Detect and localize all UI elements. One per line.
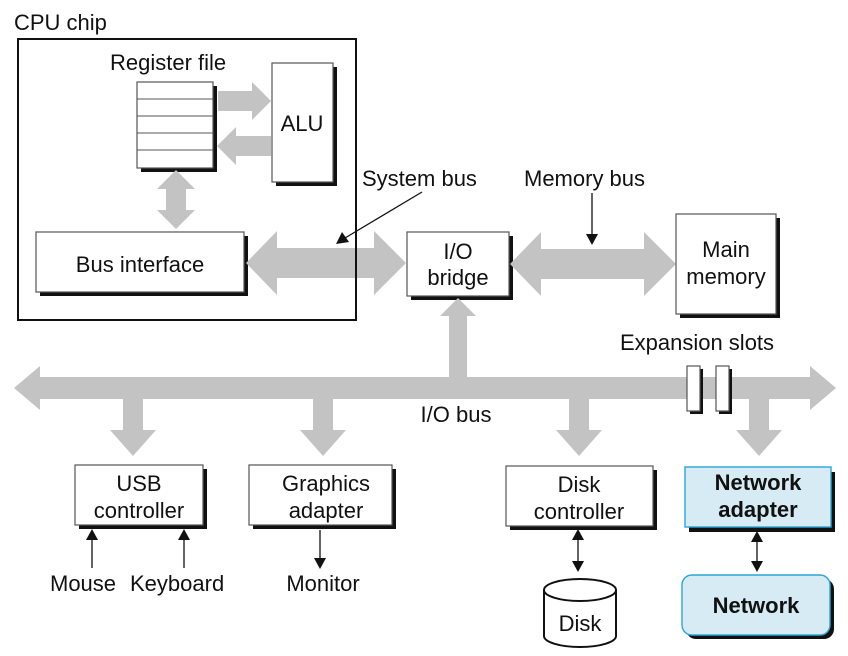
register-file: [136, 81, 217, 172]
mouse-label: Mouse: [50, 571, 116, 596]
bus-interface: Bus interface: [35, 231, 248, 296]
graphics-adapter-line2: adapter: [289, 498, 364, 523]
expansion-slot-2: [715, 365, 732, 414]
monitor-label: Monitor: [286, 571, 359, 596]
mouse-arrow: [86, 529, 98, 568]
bus-interface-label: Bus interface: [76, 252, 204, 277]
cpu-chip-label: CPU chip: [14, 10, 107, 35]
usb-drop-arrow: [110, 398, 156, 456]
expansion-slots-label: Expansion slots: [620, 330, 774, 355]
disk-controller-line2: controller: [534, 499, 624, 524]
network-adapter-network-arrow: [751, 531, 763, 572]
graphics-adapter: Graphics adapter: [248, 464, 396, 529]
network-drop-arrow: [736, 398, 782, 456]
monitor-arrow: [314, 530, 326, 569]
alu-label: ALU: [281, 111, 324, 136]
network-adapter: Network adapter: [684, 466, 835, 532]
keyboard-label: Keyboard: [130, 571, 224, 596]
alu-to-regfile-arrow: [217, 127, 271, 165]
disk-controller-disk-arrow: [572, 529, 584, 572]
usb-controller-line2: controller: [94, 498, 184, 523]
disk-controller-line1: Disk: [558, 472, 602, 497]
keyboard-arrow: [178, 529, 190, 568]
graphics-adapter-line1: Graphics: [282, 471, 370, 496]
network-adapter-line1: Network: [715, 470, 803, 495]
io-bus-arrow: [14, 366, 836, 410]
disk-label: Disk: [559, 611, 603, 636]
io-bus-label: I/O bus: [421, 402, 492, 427]
system-bus-label: System bus: [362, 166, 477, 191]
io-bridge-line2: bridge: [427, 265, 488, 290]
alu: ALU: [271, 62, 337, 186]
system-bus-pointer: [336, 191, 423, 244]
disk: Disk: [543, 578, 617, 648]
io-bridge: I/O bridge: [406, 231, 513, 300]
disk-controller: Disk controller: [505, 465, 657, 530]
system-bus-arrow: [246, 231, 406, 295]
usb-controller-line1: USB: [116, 471, 161, 496]
usb-controller: USB controller: [74, 464, 207, 529]
main-memory-line1: Main: [702, 237, 750, 262]
register-file-label: Register file: [110, 50, 226, 75]
network: Network: [681, 574, 834, 639]
memory-bus-arrow: [510, 232, 676, 296]
main-memory-line2: memory: [686, 264, 765, 289]
disk-drop-arrow: [556, 398, 602, 456]
memory-bus-label: Memory bus: [524, 166, 645, 191]
graphics-drop-arrow: [300, 398, 346, 456]
network-adapter-line2: adapter: [718, 497, 798, 522]
main-memory: Main memory: [675, 213, 780, 318]
io-bridge-line1: I/O: [443, 239, 472, 264]
bridge-io-bus-connector: [440, 298, 476, 378]
memory-bus-pointer: [586, 193, 598, 245]
network-label: Network: [713, 593, 801, 618]
regfile-to-alu-arrow: [218, 82, 271, 120]
expansion-slot-1: [686, 365, 703, 414]
regfile-businterface-arrow: [157, 170, 195, 229]
